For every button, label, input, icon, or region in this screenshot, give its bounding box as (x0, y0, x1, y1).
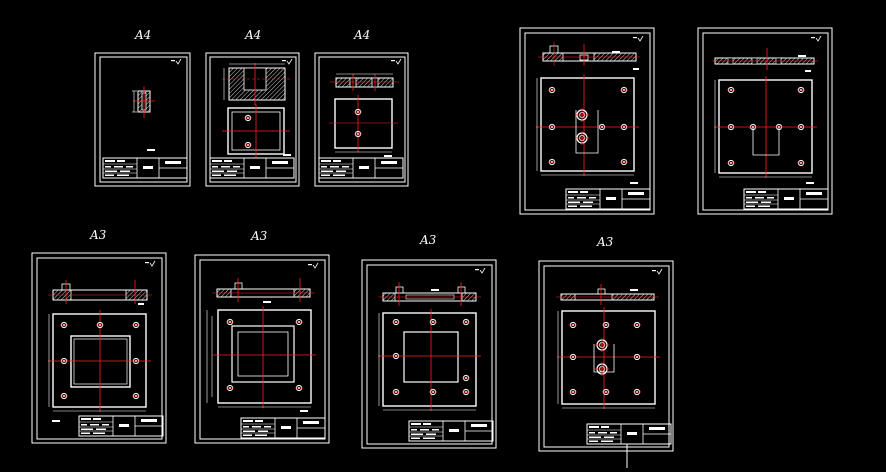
sheet-2[interactable] (205, 52, 300, 187)
sheet-8-label: A3 (420, 233, 437, 247)
sheet-3[interactable] (314, 52, 409, 187)
sheet-6[interactable] (31, 252, 167, 444)
sheet-6-label: A3 (90, 228, 107, 242)
sheet-1-label: A4 (135, 28, 152, 42)
sheet-4[interactable] (519, 27, 655, 215)
sheet-3-label: A4 (354, 28, 371, 42)
sheet-7[interactable] (194, 254, 330, 444)
sheet-1[interactable] (94, 52, 191, 187)
sheet-2-label: A4 (245, 28, 262, 42)
sheet-9-label: A3 (597, 235, 614, 249)
sheet-9[interactable] (538, 260, 674, 468)
sheet-5[interactable] (697, 27, 833, 215)
sheet-7-label: A3 (251, 229, 268, 243)
sheet-8[interactable] (361, 259, 497, 449)
